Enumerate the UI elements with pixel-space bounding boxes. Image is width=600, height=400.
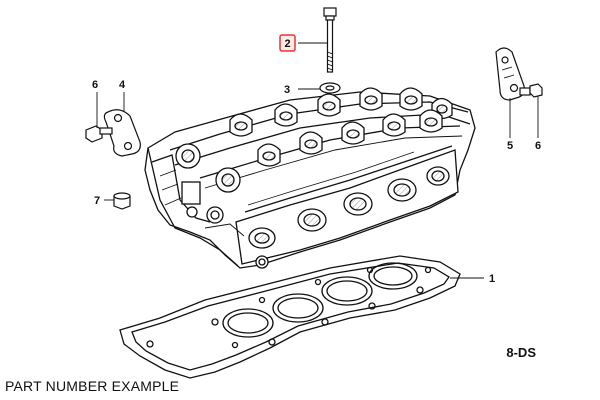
callout-1[interactable]: 1 (489, 273, 495, 285)
head-bolt (323, 7, 337, 73)
callout-2-highlight (279, 34, 296, 52)
callout-5[interactable]: 5 (507, 140, 513, 152)
sealing-plug (113, 192, 131, 210)
callout-3[interactable]: 3 (284, 84, 290, 96)
camshaft-bearing-caps (229, 87, 453, 167)
callout-4[interactable]: 4 (119, 79, 126, 91)
callout-6-right[interactable]: 6 (535, 140, 541, 152)
caption-text: PART NUMBER EXAMPLE (5, 378, 180, 394)
callout-7[interactable]: 7 (94, 195, 100, 207)
callout-6-left[interactable]: 6 (92, 79, 98, 91)
lifting-bracket-left (103, 109, 141, 157)
cylinder-head (144, 87, 476, 269)
bolt-right (519, 83, 543, 98)
callout-2-label: 2 (284, 38, 290, 50)
leader-lines (96, 42, 539, 279)
diagram-reference-code: 8-DS (506, 345, 536, 360)
bolt-left (85, 125, 113, 143)
bolt-washer (319, 82, 341, 94)
callout-2[interactable]: 2 (279, 34, 296, 52)
head-gasket (119, 255, 461, 379)
